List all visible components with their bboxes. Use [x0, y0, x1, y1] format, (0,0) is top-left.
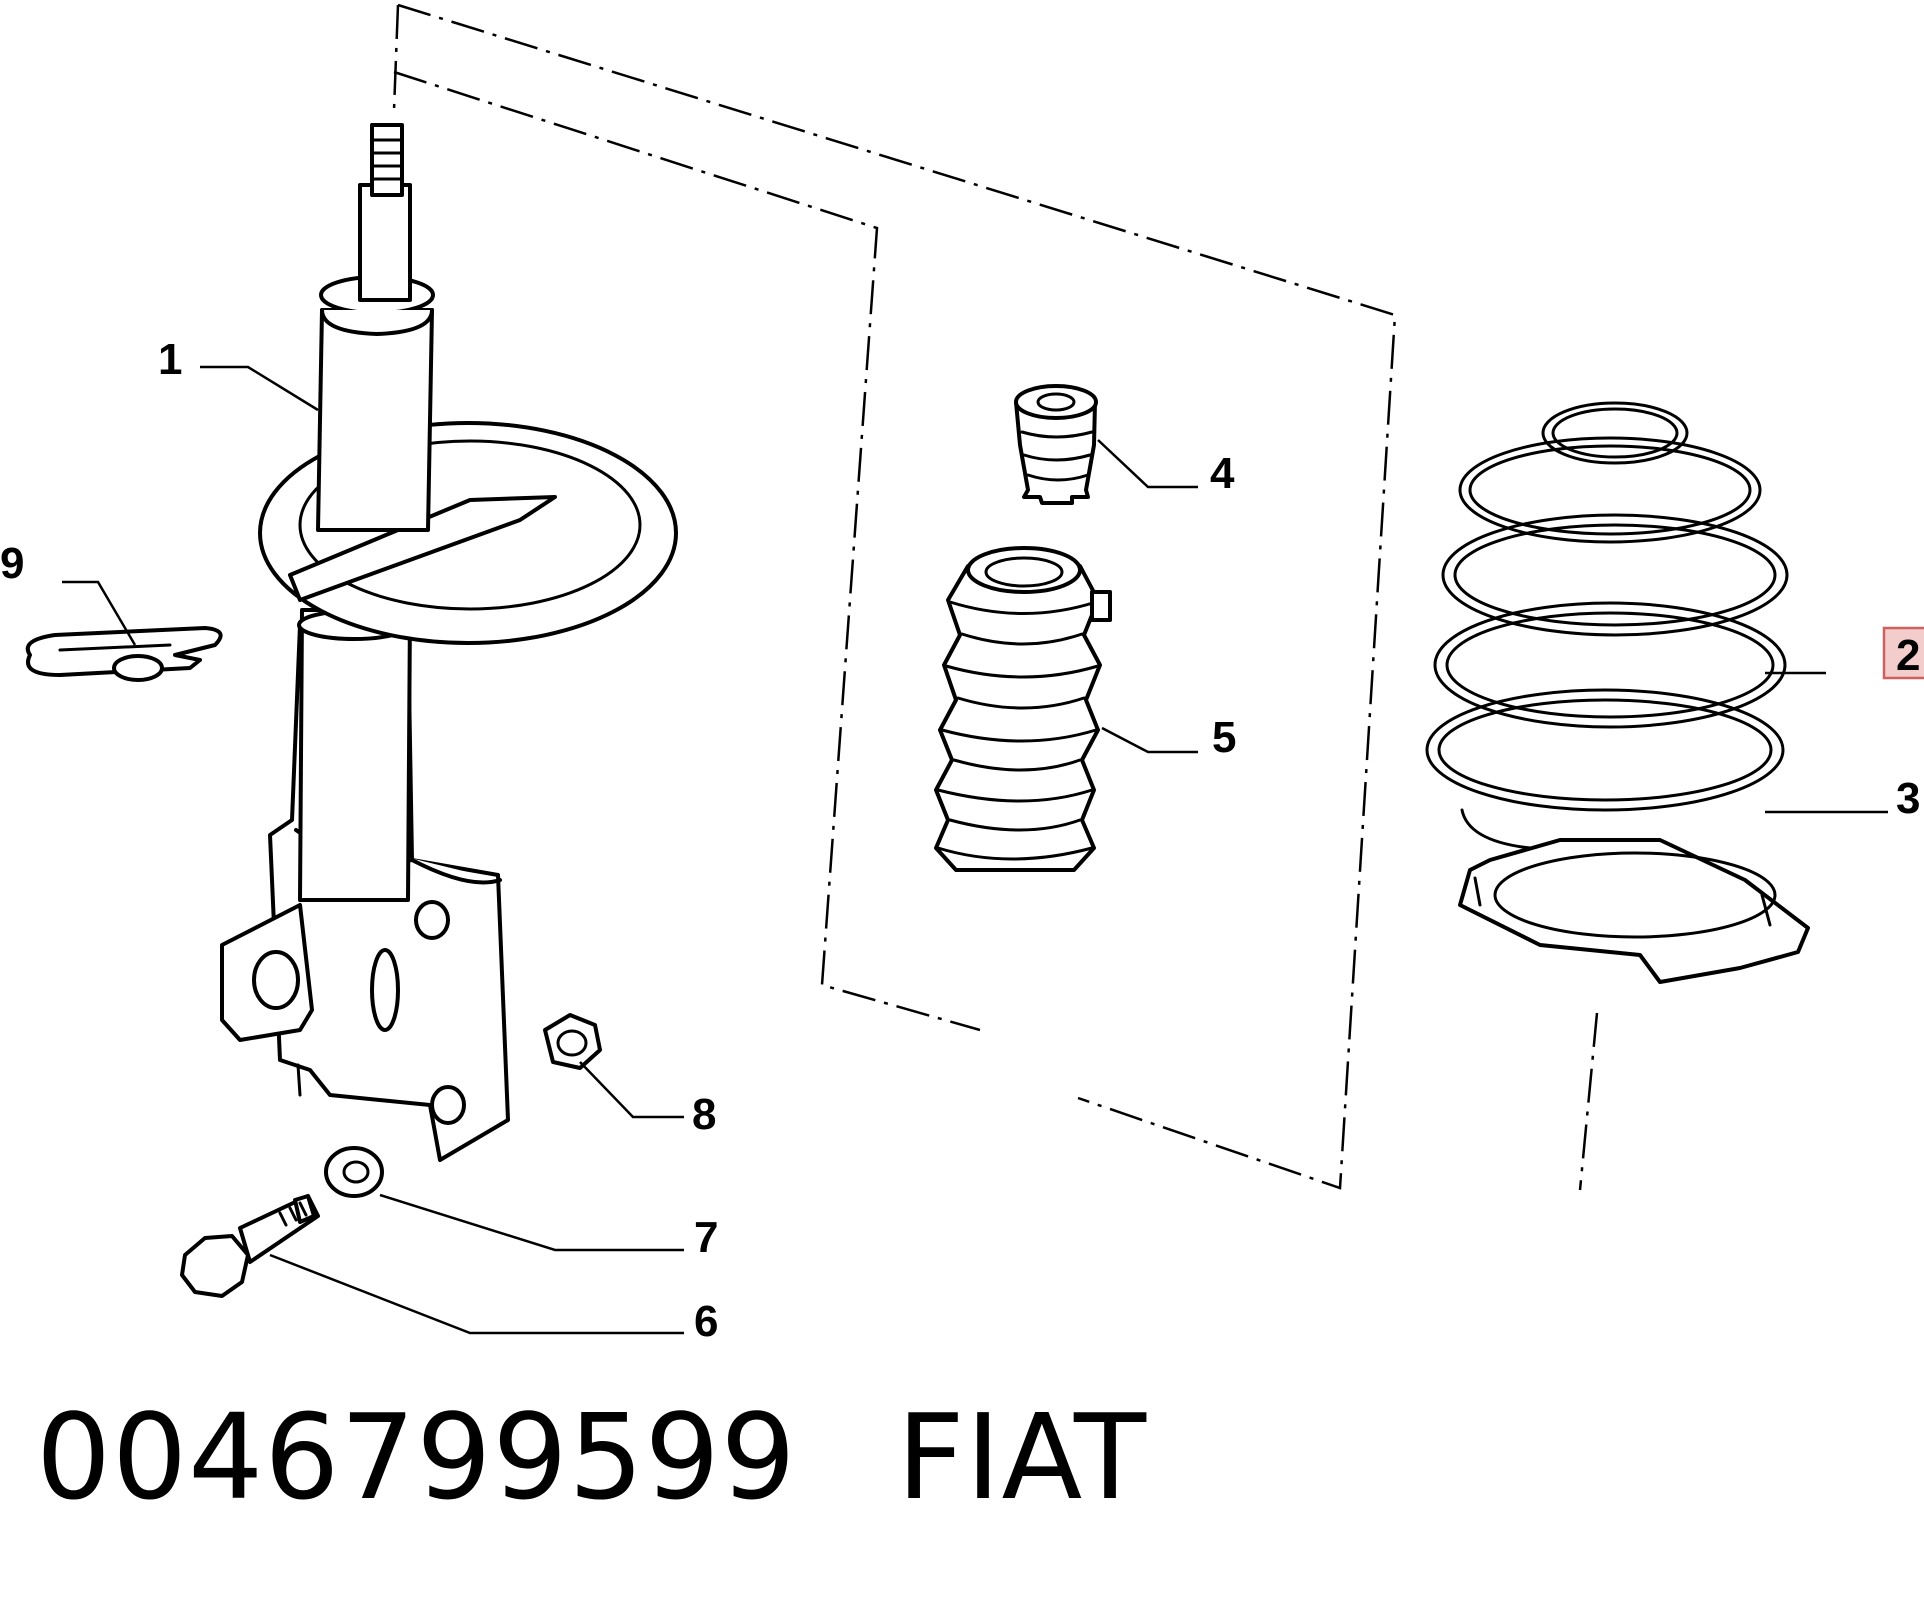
lower-spring-seat[interactable] — [1458, 838, 1810, 984]
callout-4: 4 — [1210, 449, 1235, 498]
leader-lines — [62, 365, 1888, 1335]
hex-nut[interactable] — [543, 1013, 602, 1070]
brand-name: FIAT — [896, 1388, 1148, 1526]
shock-absorber-strut[interactable] — [220, 123, 678, 1162]
callout-6: 6 — [694, 1297, 718, 1346]
callout-8: 8 — [692, 1090, 716, 1139]
callout-2-highlight — [1882, 626, 1924, 680]
callout-2: 2 — [1896, 631, 1920, 680]
hex-bolt[interactable] — [180, 1194, 320, 1298]
retaining-clip[interactable] — [25, 626, 223, 682]
coil-spring[interactable] — [1425, 401, 1789, 852]
assembly-guide-lines — [392, 3, 1599, 1191]
washer[interactable] — [324, 1146, 384, 1198]
part-number: 0046799599 — [36, 1388, 797, 1526]
bump-stop[interactable] — [1014, 384, 1098, 505]
callout-labels: 1 2 3 4 5 6 7 8 9 — [0, 335, 1924, 1346]
callout-9: 9 — [0, 539, 24, 588]
dust-boot-bellows[interactable] — [934, 546, 1112, 872]
callout-7: 7 — [694, 1213, 718, 1262]
callout-5: 5 — [1212, 713, 1236, 762]
callout-1: 1 — [158, 335, 182, 384]
callout-3: 3 — [1896, 774, 1920, 823]
